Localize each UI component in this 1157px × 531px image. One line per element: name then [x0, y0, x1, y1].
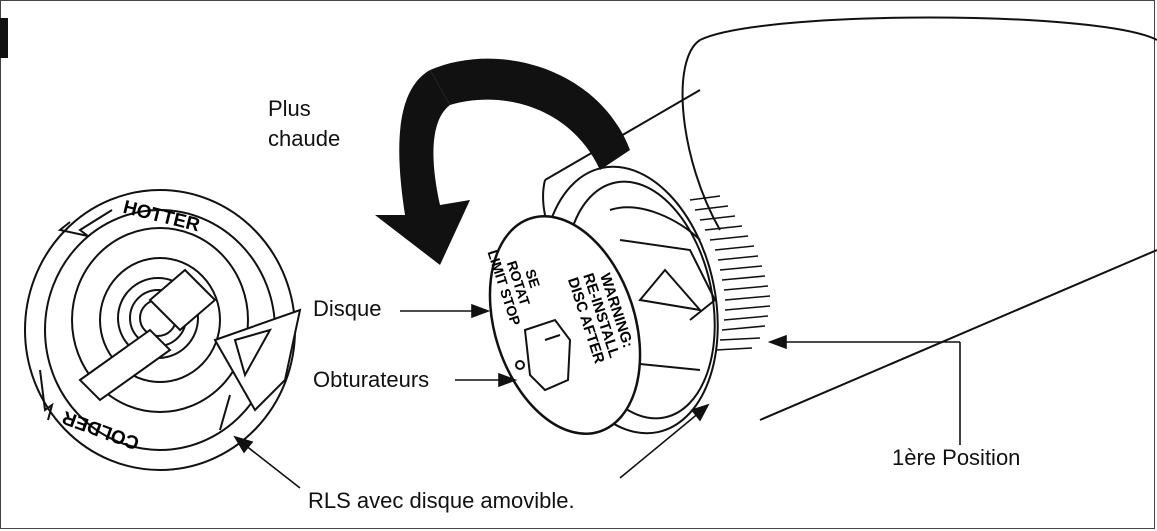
dial-colder-label: COLDER: [59, 406, 142, 453]
rls-dial: [24, 189, 302, 471]
stops-label: Obturateurs: [313, 367, 430, 392]
hotter-label-line-1: Plus: [268, 96, 311, 121]
dial-hotter-arrow-icon: [57, 209, 113, 237]
removable-disc: WARNING: RE-INSTALL DISC AFTER SE ROTAT …: [485, 215, 642, 435]
disc-stop-line-1: SE: [522, 267, 543, 290]
dial-hotter-label: HOTTER: [121, 197, 202, 236]
caption-right-arrowhead-icon: [690, 403, 710, 422]
hotter-rotation-arrow: [375, 58, 630, 265]
disc-tab: [515, 318, 572, 392]
caption-left-arrowhead-icon: [233, 435, 254, 454]
callout-lines: [233, 303, 961, 489]
stops-arrowhead-icon: [498, 372, 518, 388]
dial-colder-arrow-icon: [39, 369, 54, 421]
disc-arrowhead-icon: [471, 303, 491, 319]
disc-label: Disque: [313, 296, 382, 321]
step-marker: [0, 18, 8, 58]
hotter-label-line-2: chaude: [268, 126, 341, 151]
position-arrowhead-icon: [767, 334, 787, 350]
spline-teeth: [689, 195, 771, 351]
caption-label: RLS avec disque amovible.: [308, 488, 575, 513]
first-position-label: 1ère Position: [892, 445, 1021, 470]
